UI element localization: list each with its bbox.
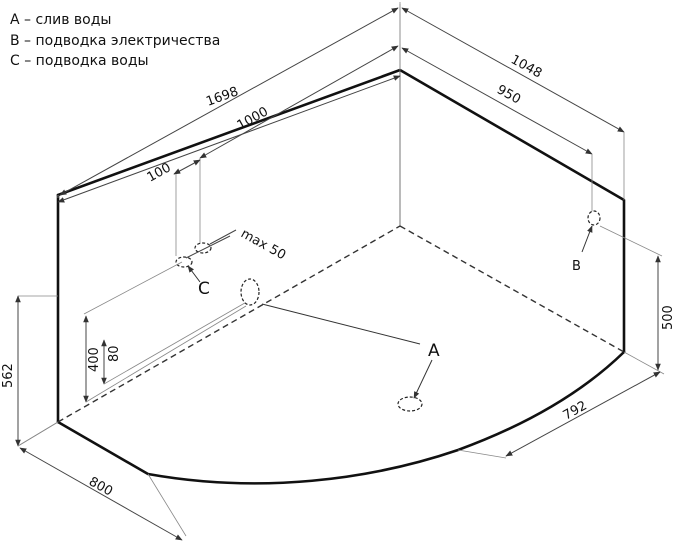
dim-80: 80 bbox=[107, 345, 122, 362]
bathtub-outline bbox=[56, 68, 626, 485]
water-fitting-2 bbox=[194, 242, 212, 254]
dim-792: 792 bbox=[561, 398, 590, 423]
legend-item-b: B – подводка электричества bbox=[10, 33, 220, 49]
power-fitting: B 500 bbox=[572, 210, 674, 375]
dim-562: 562 bbox=[1, 363, 16, 388]
drain-overflow bbox=[240, 278, 260, 306]
water-supply-fittings: max 50 C bbox=[175, 226, 288, 299]
dim-800: 800 bbox=[86, 474, 115, 499]
hidden-edges bbox=[57, 225, 625, 423]
dim-1000: 1000 bbox=[235, 104, 271, 133]
dim-1698: 1698 bbox=[204, 84, 240, 109]
top-dimension-lines bbox=[57, 2, 625, 256]
callout-c: C bbox=[198, 279, 210, 299]
legend: A – слив воды B – подводка электричества… bbox=[10, 12, 220, 69]
dim-950: 950 bbox=[494, 82, 523, 107]
left-height-dimensions: 562 400 80 bbox=[1, 261, 251, 447]
legend-item-c: C – подводка воды bbox=[10, 53, 149, 69]
legend-item-a: A – слив воды bbox=[10, 12, 111, 28]
drain-fittings: A bbox=[240, 278, 440, 412]
bottom-width-dimensions: 800 792 bbox=[17, 371, 661, 541]
callout-b: B bbox=[572, 259, 581, 274]
bottom-curved-edge bbox=[56, 350, 626, 485]
callout-a: A bbox=[428, 341, 440, 361]
top-back-edge bbox=[56, 68, 626, 354]
dim-100: 100 bbox=[145, 160, 174, 185]
dim-max-50: max 50 bbox=[238, 226, 288, 263]
water-fitting-1 bbox=[175, 256, 193, 268]
dim-400: 400 bbox=[87, 347, 102, 372]
dim-500: 500 bbox=[661, 305, 674, 330]
drain-bottom bbox=[397, 396, 423, 412]
power-outlet bbox=[587, 210, 601, 226]
